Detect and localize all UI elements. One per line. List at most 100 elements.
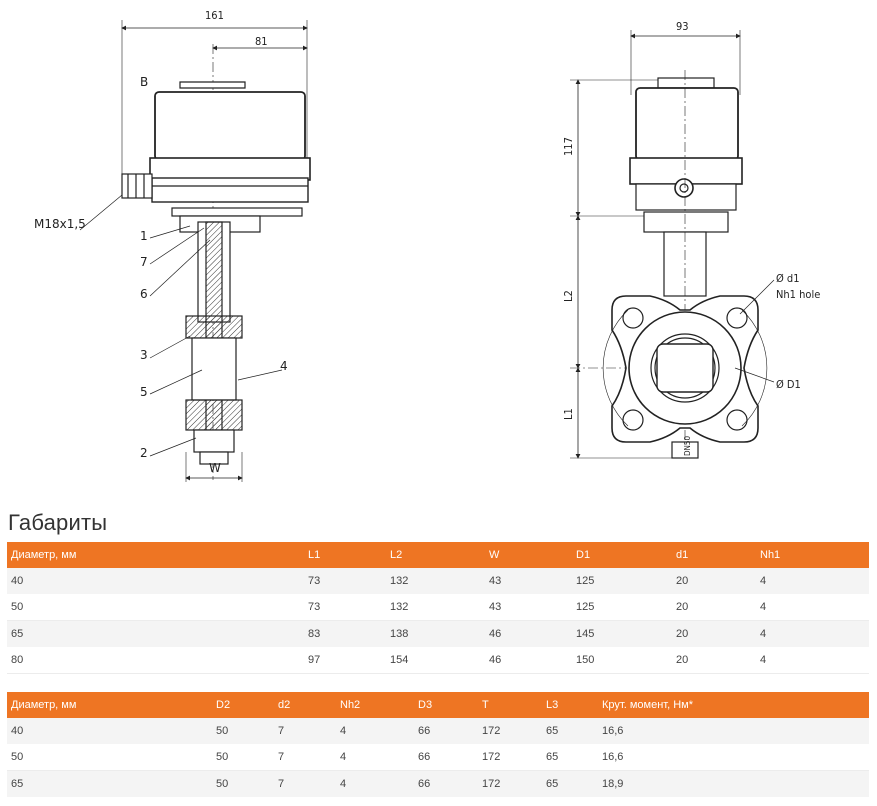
table-cell: 4 — [756, 647, 869, 674]
table-cell: 4 — [756, 594, 869, 621]
column-header: Диаметр, мм — [7, 692, 212, 718]
valve-drawing-svg: 161 81 B M18x1,5 1 7 6 3 5 2 4 W — [34, 9, 820, 482]
table-cell: 145 — [572, 620, 672, 647]
body-stamp: DN50 — [683, 435, 692, 456]
table-cell: 4 — [336, 718, 414, 744]
table-cell: 50 — [212, 770, 274, 797]
table-cell: 150 — [572, 647, 672, 674]
right-view — [570, 30, 775, 460]
column-header: L2 — [386, 542, 485, 568]
callout-1: 1 — [140, 229, 148, 243]
table-cell: 4 — [756, 620, 869, 647]
table-cell: 73 — [304, 568, 386, 594]
table-cell: 65 — [7, 770, 212, 797]
table-cell: 20 — [672, 647, 756, 674]
table-cell: 46 — [485, 647, 572, 674]
table-cell: 80 — [7, 647, 304, 674]
callout-3: 3 — [140, 348, 148, 362]
label-big-d1: Ø D1 — [776, 378, 801, 391]
column-header: D1 — [572, 542, 672, 568]
table-cell: 16,6 — [598, 718, 869, 744]
table-cell: 66 — [414, 770, 478, 797]
table-cell: 66 — [414, 718, 478, 744]
table-cell: 138 — [386, 620, 485, 647]
table-cell: 73 — [304, 594, 386, 621]
table-row: 40 50 7 4 66 172 65 16,6 — [7, 718, 869, 744]
table-cell: 172 — [478, 718, 542, 744]
table-cell: 50 — [7, 744, 212, 771]
table-cell: 40 — [7, 718, 212, 744]
table-cell: 20 — [672, 620, 756, 647]
dim-81: 81 — [255, 35, 268, 48]
table-cell: 43 — [485, 594, 572, 621]
callout-2: 2 — [140, 446, 148, 460]
table-cell: 65 — [7, 620, 304, 647]
table-row: 65 50 7 4 66 172 65 18,9 — [7, 770, 869, 797]
callout-7: 7 — [140, 255, 148, 269]
column-header: L1 — [304, 542, 386, 568]
column-header: d2 — [274, 692, 336, 718]
table-cell: 83 — [304, 620, 386, 647]
table-cell: 97 — [304, 647, 386, 674]
table-cell: 46 — [485, 620, 572, 647]
table-cell: 125 — [572, 594, 672, 621]
table-row: 65 83 138 46 145 20 4 — [7, 620, 869, 647]
dim-l1: L1 — [562, 408, 575, 420]
dim-l2: L2 — [562, 290, 575, 302]
technical-drawing: 161 81 B M18x1,5 1 7 6 3 5 2 4 W — [34, 9, 820, 482]
table-row: 50 50 7 4 66 172 65 16,6 — [7, 744, 869, 771]
dim-93: 93 — [676, 20, 689, 33]
table-header-row: Диаметр, мм L1 L2 W D1 d1 Nh1 — [7, 542, 869, 568]
table-cell: 50 — [7, 594, 304, 621]
table-cell: 65 — [542, 770, 598, 797]
dimensions-table-2: Диаметр, мм D2 d2 Nh2 D3 T L3 Крут. моме… — [7, 692, 869, 797]
table-cell: 7 — [274, 770, 336, 797]
dim-161: 161 — [205, 9, 224, 22]
callout-6: 6 — [140, 287, 148, 301]
table-cell: 20 — [672, 568, 756, 594]
table-cell: 16,6 — [598, 744, 869, 771]
column-header: W — [485, 542, 572, 568]
table-cell: 4 — [336, 744, 414, 771]
table-cell: 18,9 — [598, 770, 869, 797]
table-row: 80 97 154 46 150 20 4 — [7, 647, 869, 674]
table-cell: 50 — [212, 718, 274, 744]
column-header: D2 — [212, 692, 274, 718]
table-cell: 172 — [478, 770, 542, 797]
table-header-row: Диаметр, мм D2 d2 Nh2 D3 T L3 Крут. моме… — [7, 692, 869, 718]
column-header: Крут. момент, Нм* — [598, 692, 869, 718]
table-cell: 125 — [572, 568, 672, 594]
table-cell: 132 — [386, 594, 485, 621]
label-b: B — [140, 75, 148, 89]
label-d1: Ø d1 — [776, 272, 800, 285]
dimensions-table-1: Диаметр, мм L1 L2 W D1 d1 Nh1 40 73 132 … — [7, 542, 869, 674]
table-cell: 7 — [274, 718, 336, 744]
table-cell: 50 — [212, 744, 274, 771]
column-header: Nh1 — [756, 542, 869, 568]
dim-117: 117 — [562, 137, 575, 156]
table-cell: 172 — [478, 744, 542, 771]
callout-5: 5 — [140, 385, 148, 399]
table-cell: 154 — [386, 647, 485, 674]
table-cell: 20 — [672, 594, 756, 621]
table-cell: 7 — [274, 744, 336, 771]
column-header: L3 — [542, 692, 598, 718]
table-cell: 40 — [7, 568, 304, 594]
table-row: 40 73 132 43 125 20 4 — [7, 568, 869, 594]
table-cell: 4 — [756, 568, 869, 594]
table-cell: 43 — [485, 568, 572, 594]
table-row: 50 73 132 43 125 20 4 — [7, 594, 869, 621]
column-header: Nh2 — [336, 692, 414, 718]
table-cell: 65 — [542, 744, 598, 771]
column-header: Диаметр, мм — [7, 542, 304, 568]
label-nh1-hole: Nh1 hole — [776, 288, 820, 301]
label-m18: M18x1,5 — [34, 217, 86, 231]
label-w: W — [209, 461, 221, 475]
table-cell: 65 — [542, 718, 598, 744]
table-cell: 132 — [386, 568, 485, 594]
left-view — [79, 20, 311, 482]
column-header: D3 — [414, 692, 478, 718]
table-cell: 4 — [336, 770, 414, 797]
column-header: T — [478, 692, 542, 718]
section-heading: Габариты — [8, 510, 108, 535]
